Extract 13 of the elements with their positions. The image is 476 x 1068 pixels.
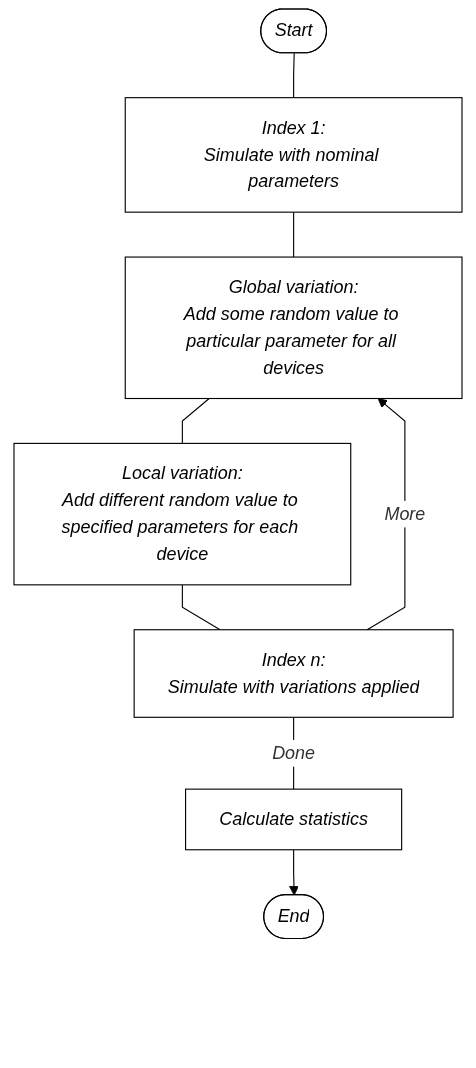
connector <box>181 584 221 631</box>
edge-label: More <box>384 504 426 524</box>
node-box: Index 1: Simulate with nominal parameters <box>124 97 463 213</box>
connector <box>293 211 295 258</box>
edge-label: Done <box>272 743 316 763</box>
arrow <box>289 849 299 896</box>
node-box: Global variation: Add some random value to particular parameter for all devices <box>124 256 463 400</box>
connector <box>293 52 295 99</box>
connector <box>181 397 210 444</box>
arrow <box>366 398 406 631</box>
node-box: Index n: Simulate with variations applied <box>133 629 454 718</box>
node-box: Calculate statistics <box>185 788 403 851</box>
node-box: Local variation: Add different random value to specified parameters for each device <box>13 442 352 586</box>
